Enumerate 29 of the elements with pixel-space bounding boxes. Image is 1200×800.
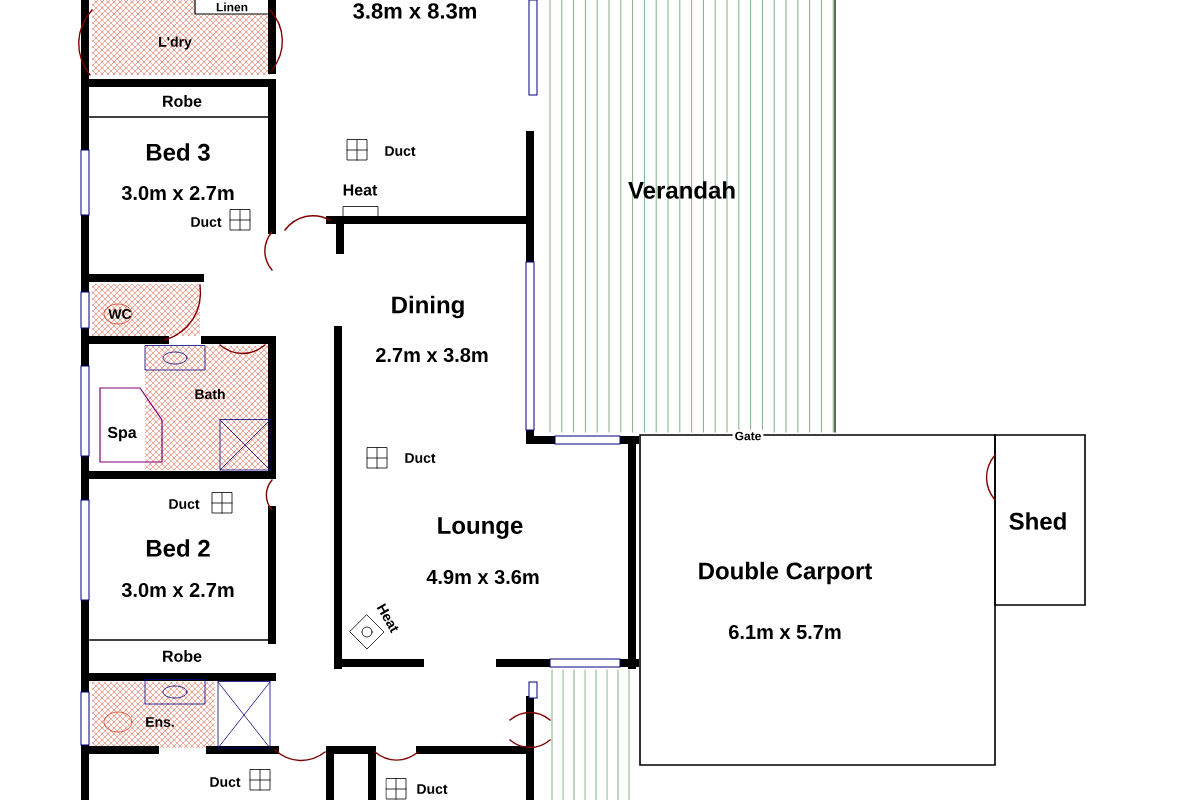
gate-label: Gate (732, 429, 764, 443)
heater-label: Heat (343, 184, 378, 196)
room-dimension: 6.1m x 5.7m (729, 624, 841, 640)
room-label: Shed (1009, 512, 1066, 530)
room-label: Verandah (628, 181, 735, 199)
room-label: Spa (107, 426, 137, 442)
room-label: Linen (216, 2, 248, 12)
room-label: L'dry (159, 36, 192, 50)
duct-label: Duct (405, 453, 436, 463)
room-label: Bed 2 (146, 539, 210, 557)
room-label: Dining (392, 295, 464, 319)
room-label: Double Carport (699, 561, 872, 585)
duct-label: Duct (417, 784, 448, 794)
room-label: Bed 3 (146, 143, 210, 161)
room-dimension: 2.7m x 3.8m (376, 347, 488, 363)
room-dimension: 3.0m x 2.7m (121, 185, 234, 201)
room-dimension: 3.0m x 2.7m (121, 582, 234, 598)
room-label: Robe (163, 95, 202, 107)
room-label: Lounge (438, 517, 523, 539)
duct-label: Duct (169, 499, 200, 509)
room-label: WC (108, 309, 132, 319)
duct-label: Duct (210, 777, 241, 787)
room-label: Robe (163, 650, 202, 662)
room-label: Bath (195, 388, 225, 400)
room-dimension: 4.9m x 3.6m (426, 569, 539, 585)
duct-label: Duct (385, 146, 416, 156)
duct-label: Duct (191, 217, 222, 227)
room-label: Ens. (146, 717, 174, 727)
room-dimension: 3.8m x 8.3m (353, 3, 476, 19)
